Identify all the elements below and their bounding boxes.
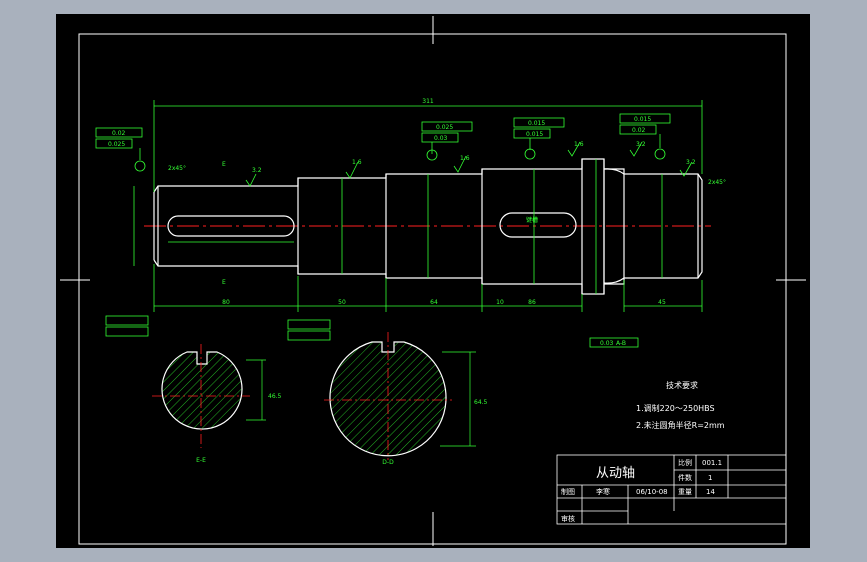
section-e	[152, 344, 266, 448]
segment-length: 80	[222, 299, 230, 306]
tech-req-heading: 技术要求	[666, 380, 698, 390]
section-label-d: D-D	[382, 459, 394, 466]
section-d	[324, 332, 476, 460]
scale-label: 比例	[678, 458, 692, 467]
keyway-right	[499, 212, 577, 238]
keyway-left	[167, 215, 295, 237]
tech-req-item: 1.调制220～250HBS	[636, 403, 715, 413]
roughness-value: 1.6	[574, 141, 584, 148]
chamfer-label: 2x45°	[168, 165, 186, 172]
tolerance-value: 0.015	[634, 116, 651, 123]
dimension-lines	[133, 100, 703, 312]
overall-length: 311	[422, 98, 434, 105]
roughness-value: 3.2	[686, 159, 696, 166]
section-dim: 64.5	[474, 399, 488, 406]
keyway-label: 键槽	[526, 216, 538, 224]
date-value: 06/10-08	[636, 488, 668, 496]
tolerance-value: 0.02	[632, 127, 646, 134]
cad-drawing: 311 80 50 64 10 86 45 2x45° 2x45° E E 3.…	[60, 16, 806, 546]
centering-marks	[60, 16, 806, 546]
tolerance-frames	[95, 113, 671, 348]
border-frame	[78, 33, 787, 545]
roughness-value: 3.2	[636, 141, 646, 148]
datum-label: A-B	[616, 340, 626, 347]
tolerance-value: 0.02	[112, 130, 126, 137]
segment-length: 64	[430, 299, 438, 306]
tolerance-value: 0.03	[434, 135, 448, 142]
drawn-label: 制图	[561, 487, 575, 496]
weight-value: 14	[706, 488, 715, 496]
tolerance-value: 0.025	[436, 124, 453, 131]
chamfer-label: 2x45°	[708, 179, 726, 186]
roughness-value: 1.6	[460, 155, 470, 162]
section-mark: E	[222, 279, 226, 286]
scale-value: 001.1	[702, 459, 722, 467]
check-label: 审核	[561, 514, 575, 523]
drawn-value: 李寒	[596, 487, 610, 496]
title-block	[556, 454, 787, 525]
tolerance-value: 0.025	[108, 141, 125, 148]
roughness-symbols	[245, 141, 693, 187]
tolerance-value: 0.03	[600, 340, 614, 347]
weight-label: 重量	[678, 488, 692, 496]
segment-length: 86	[528, 299, 536, 306]
segment-length: 45	[658, 299, 666, 306]
tolerance-value: 0.015	[528, 120, 545, 127]
drawing-sheet: 311 80 50 64 10 86 45 2x45° 2x45° E E 3.…	[56, 14, 810, 548]
section-dim: 46.5	[268, 393, 282, 400]
section-label-e: E-E	[196, 457, 206, 464]
section-mark: E	[222, 161, 226, 168]
roughness-value: 3.2	[252, 167, 262, 174]
qty-label: 件数	[678, 473, 692, 482]
segment-length: 10	[496, 299, 504, 306]
segment-length: 50	[338, 299, 346, 306]
qty-value: 1	[708, 474, 712, 482]
tolerance-value: 0.015	[526, 131, 543, 138]
tech-req-item: 2.未注圆角半径R=2mm	[636, 420, 725, 430]
drawing-title: 从动轴	[596, 466, 635, 481]
roughness-value: 1.6	[352, 159, 362, 166]
